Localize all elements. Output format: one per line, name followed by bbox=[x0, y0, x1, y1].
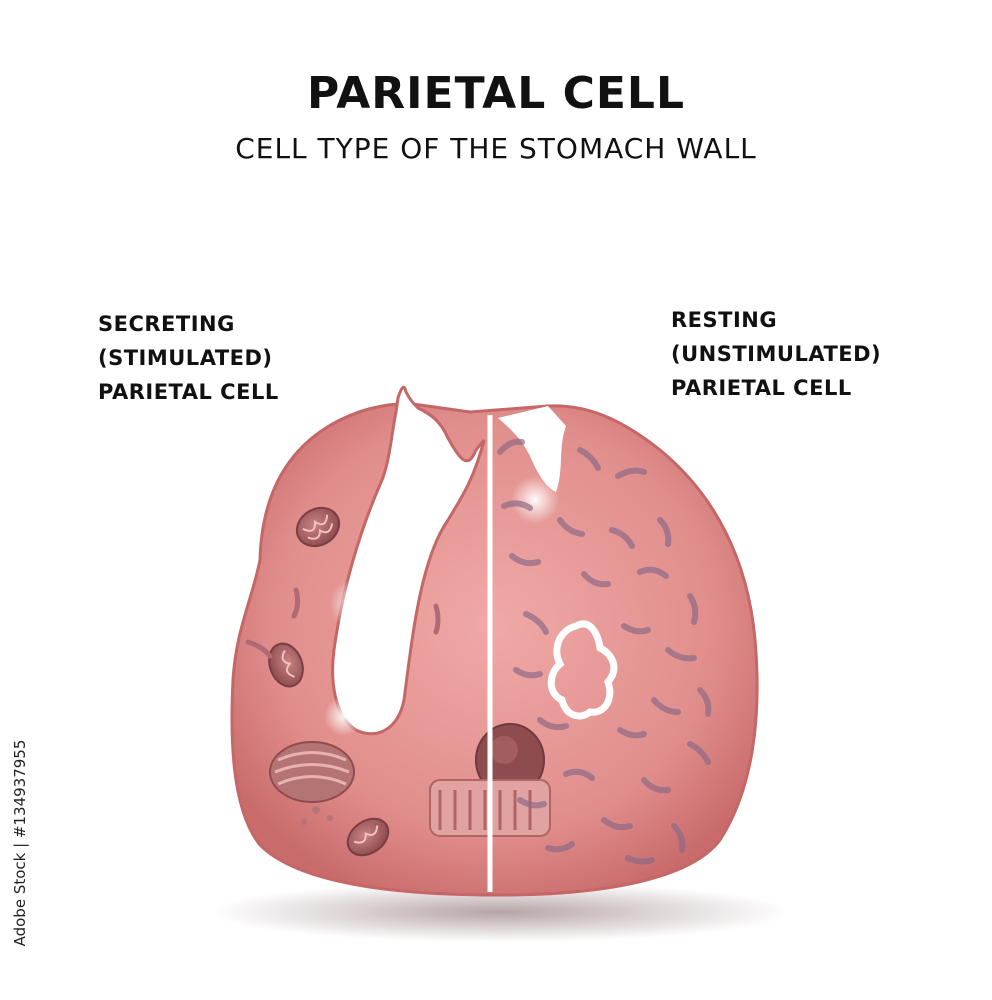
label-resting-line-1: RESTING bbox=[671, 308, 778, 332]
label-resting-line-3: PARIETAL CELL bbox=[671, 376, 852, 400]
tubule-secreting-2 bbox=[245, 639, 273, 659]
golgi-apparatus bbox=[269, 741, 355, 825]
label-secreting-line-1: SECRETING bbox=[98, 312, 235, 336]
label-secreting-cell: SECRETING (STIMULATED) PARIETAL CELL bbox=[98, 307, 279, 409]
label-resting-cell: RESTING (UNSTIMULATED) PARIETAL CELL bbox=[671, 303, 881, 405]
page-title: PARIETAL CELL bbox=[307, 68, 685, 119]
nucleus bbox=[475, 723, 545, 797]
label-secreting-line-2: (STIMULATED) bbox=[98, 346, 273, 370]
glow-low bbox=[324, 696, 364, 736]
tubule-secreting-3 bbox=[433, 603, 441, 635]
cell-shadow bbox=[210, 882, 790, 942]
resting-tubulovesicles bbox=[497, 438, 712, 865]
page-subtitle: CELL TYPE OF THE STOMACH WALL bbox=[235, 132, 757, 165]
mitochondrion-2 bbox=[268, 642, 304, 688]
resting-canaliculus bbox=[547, 620, 618, 720]
glow-mid bbox=[330, 578, 382, 630]
glow-top bbox=[511, 476, 559, 524]
secretory-canaliculus bbox=[331, 385, 486, 736]
label-secreting-line-3: PARIETAL CELL bbox=[98, 380, 279, 404]
label-resting-line-2: (UNSTIMULATED) bbox=[671, 342, 882, 366]
resting-apical-notch bbox=[498, 406, 566, 492]
mitochondrion-3 bbox=[346, 817, 390, 857]
tubule-secreting-1 bbox=[291, 587, 301, 619]
mitochondrion-1 bbox=[295, 506, 341, 548]
